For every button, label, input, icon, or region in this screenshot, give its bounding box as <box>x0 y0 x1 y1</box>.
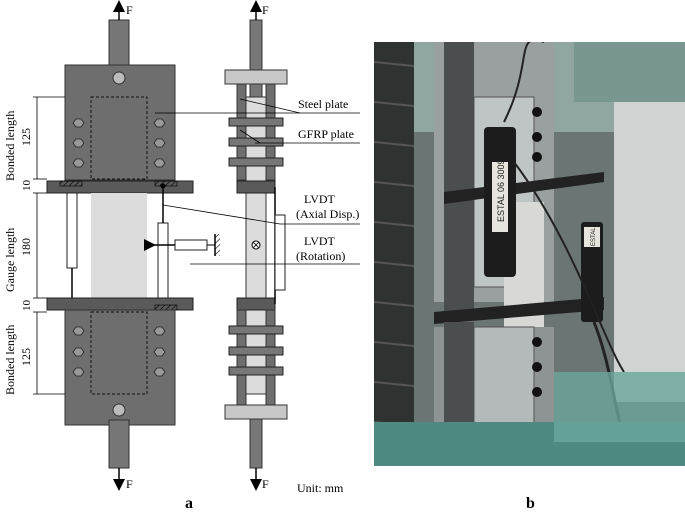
dim-bonded-top-label: Bonded length <box>3 111 17 181</box>
label-steel-plate: Steel plate <box>298 97 348 111</box>
top-bolts <box>72 118 166 168</box>
test-setup-photo: ESTAL 06 3009 ESTAL <box>374 42 685 466</box>
top-grip-tab <box>108 19 130 71</box>
force-label-side-bottom: F <box>262 477 269 491</box>
bottom-grip-tab <box>108 419 130 469</box>
label-unit: Unit: mm <box>297 481 344 495</box>
label-lvdt-axial-line1: LVDT <box>304 192 336 206</box>
dim-gap-bottom-value: 10 <box>21 300 33 312</box>
panel-label-a: a <box>185 495 193 512</box>
side-view: F F <box>224 0 288 491</box>
top-pin-hole <box>112 71 126 85</box>
dimension-lines <box>33 96 65 395</box>
threaded-column <box>374 42 414 466</box>
dim-bonded-bottom-value: 125 <box>19 348 33 366</box>
side-bolts-top <box>228 117 284 167</box>
force-label-bottom: F <box>126 477 133 491</box>
label-lvdt-rotation-line2: (Rotation) <box>296 249 345 263</box>
dim-gap-top-value: 10 <box>21 180 33 192</box>
side-lvdt-axial <box>274 214 286 291</box>
label-lvdt-axial-line2: (Axial Disp.) <box>296 207 359 221</box>
leader-lines <box>155 98 360 265</box>
photo-lvdt-tape-label-2: ESTAL <box>591 227 597 246</box>
lvdt-axial-right <box>157 222 169 299</box>
dim-gauge-value: 180 <box>19 238 33 256</box>
side-steel-tab-top <box>224 69 288 85</box>
gauge-region-gfrp <box>91 193 147 298</box>
dim-gauge-label: Gauge length <box>3 228 17 292</box>
top-bonded-region <box>90 96 148 180</box>
force-label-side-top: F <box>262 3 269 17</box>
front-view: F F <box>46 0 220 491</box>
lvdt-axial-left <box>66 192 78 269</box>
bottom-pin-hole <box>112 403 126 417</box>
bottom-bolts <box>72 326 166 377</box>
bottom-bracket <box>434 297 604 324</box>
side-steel-plate-bot-l <box>236 309 247 407</box>
dim-bonded-bottom-label: Bonded length <box>3 325 17 395</box>
dim-bonded-top-value: 125 <box>19 128 33 146</box>
side-bolts-bottom <box>228 325 284 376</box>
panel-label-b: b <box>526 495 535 512</box>
force-label-top: F <box>126 3 133 17</box>
bottom-bonded-region <box>90 311 148 395</box>
lvdt-rotation <box>174 239 208 251</box>
label-lvdt-rotation-line1: LVDT <box>304 234 336 248</box>
photo-lvdt-tape-label: ESTAL 06 3009 <box>496 159 506 222</box>
side-steel-plate-bot-r <box>265 309 276 407</box>
label-gfrp-plate: GFRP plate <box>298 127 354 141</box>
side-steel-tab-bottom <box>224 404 288 420</box>
